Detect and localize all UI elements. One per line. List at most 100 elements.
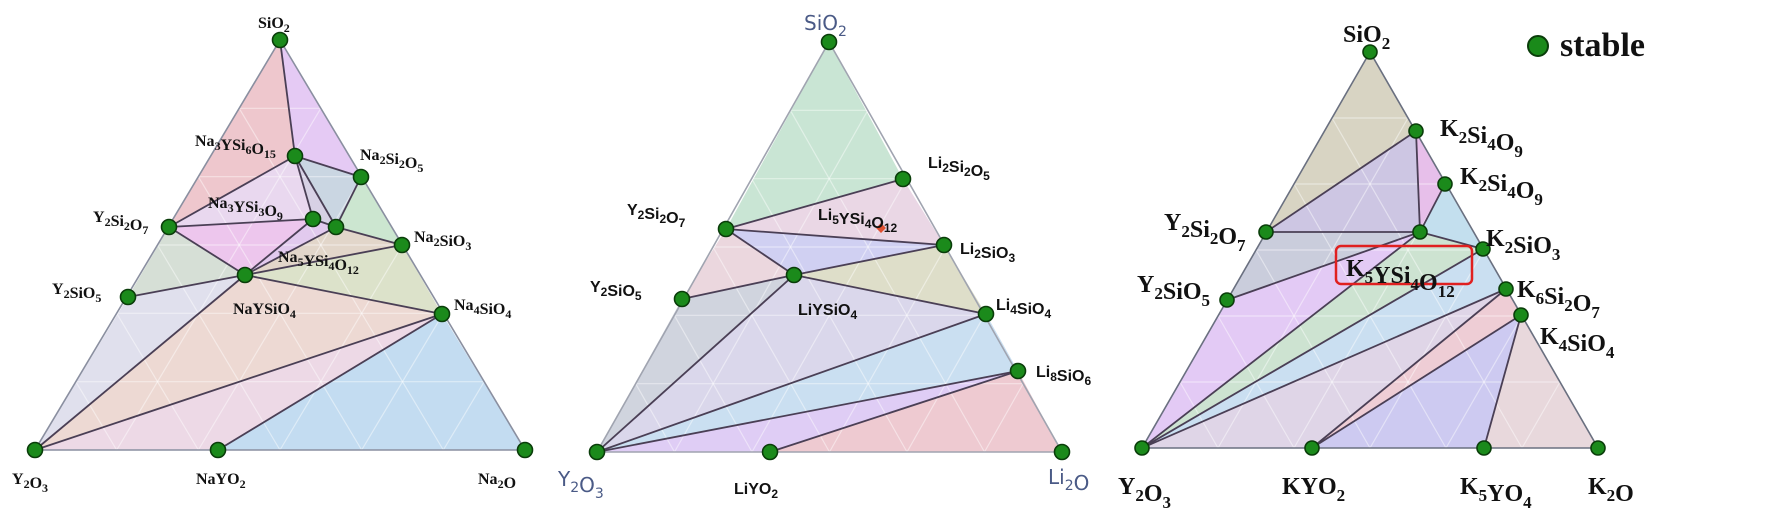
phase-region [770,371,1062,452]
point-label-li5ysi4o12: Li5YSi4O12 [818,207,898,235]
stable-point-icon [1437,176,1453,192]
stable-point-icon [393,236,411,254]
tie-line [725,178,904,230]
point-label-y2si2o7: Y2Si2O7 [1164,210,1246,255]
stable-point-icon [673,290,691,308]
grid-line [197,176,363,451]
tie-line [1141,231,1421,449]
stable-point-icon [894,170,912,188]
tie-line [1483,314,1522,449]
point-label-k2si4o9a: K2Si4O9 [1440,116,1523,161]
stable-point-icon [1134,440,1150,456]
point-label-k2o: K2O [1588,474,1634,507]
grid-line [673,315,753,453]
phase-region [169,156,313,227]
unstable-point-icon [876,223,886,233]
phase-region [1420,184,1483,249]
phase-region [597,275,986,452]
point-label-na2si2o5: Na2Si2O5 [360,147,423,175]
point-label-liyo2: LiYO2 [734,481,778,501]
grid-line [751,178,908,453]
phase-region [1142,249,1506,448]
tie-line [34,313,443,451]
stable-point-icon [1219,292,1235,308]
stable-point-icon [1258,224,1274,240]
tie-line [793,274,987,315]
grid-line [789,110,986,453]
stable-point-icon [286,147,304,165]
tie-line [168,226,246,276]
phase-region [726,179,944,245]
stable-point-icon [935,236,953,254]
stable-point-icon [119,288,137,306]
stable-point-icon [1476,440,1492,456]
tie-line [1141,288,1507,449]
point-label-y2si2o7: Y2Si2O7 [93,209,148,237]
tie-line [596,313,987,453]
tie-line [294,155,337,228]
stable-point-icon [588,443,606,461]
stable-point-icon [304,210,322,228]
point-label-na2o: Na2O [478,471,516,492]
point-label-k5ysi4o12: K5YSi4O12 [1346,256,1455,301]
phase-region [245,245,442,314]
point-label-nayo2: NaYO2 [196,471,246,491]
tie-line [725,228,795,276]
stable-point-icon [1475,241,1491,257]
grid-line [238,108,444,451]
stable-point-icon [1513,307,1529,323]
tie-line [168,155,296,228]
point-label-k4sio4: K4SiO4 [1540,324,1615,362]
tie-line [1311,314,1522,449]
tie-line [1415,130,1421,233]
stable-point-icon [516,441,534,459]
grid-line [983,383,1024,453]
tie-line [1141,248,1484,449]
stable-point-icon [352,168,370,186]
stable-point-icon [271,31,289,49]
tie-line [244,244,403,276]
phase-region [169,219,313,275]
stable-point-icon [1412,224,1428,240]
tie-line [769,370,1019,453]
highlight-box [1334,244,1474,286]
tie-line [681,274,795,300]
tie-line [217,313,443,451]
phase-region [1416,131,1445,232]
tie-line [34,274,246,451]
point-label-y2si2o7: Y2Si2O7 [627,202,686,230]
point-label-sio2: SiO2 [258,15,290,35]
tie-line [1311,288,1507,449]
phase-region [682,229,794,299]
tie-line [168,218,314,228]
point-label-k6si2o7: K6Si2O7 [1517,277,1600,322]
stable-point-icon [327,218,345,236]
grid-line [712,246,831,453]
tie-line [335,226,403,246]
point-label-naysio4: NaYSiO4 [233,301,296,321]
point-label-liysio4: LiYSiO4 [798,302,857,322]
point-label-sio2: SiO2 [804,11,847,40]
tie-line [279,39,296,157]
tie-line [1265,130,1417,233]
tie-line [127,274,246,298]
point-label-li2o: Li2O [1048,465,1089,495]
point-label-y2sio5: Y2SiO5 [1137,272,1210,310]
phase-region [169,40,295,227]
phase-region [128,227,245,297]
phase-region [1312,289,1521,448]
point-label-kyo2: KYO2 [1282,474,1345,505]
point-label-y2o3: Y2O3 [1118,474,1171,512]
tie-line [244,218,314,276]
stable-point-icon [977,305,995,323]
tie-line [793,244,945,276]
stable-point-icon [26,441,44,459]
point-label-y2o3: Y2O3 [12,471,48,495]
point-label-y2sio5: Y2SiO5 [52,281,101,305]
grid-line [635,383,676,453]
grid-line [906,315,985,453]
stable-point-icon [433,305,451,323]
point-label-k2si4o9b: K2Si4O9 [1460,164,1543,209]
stable-point-icon [1009,362,1027,380]
